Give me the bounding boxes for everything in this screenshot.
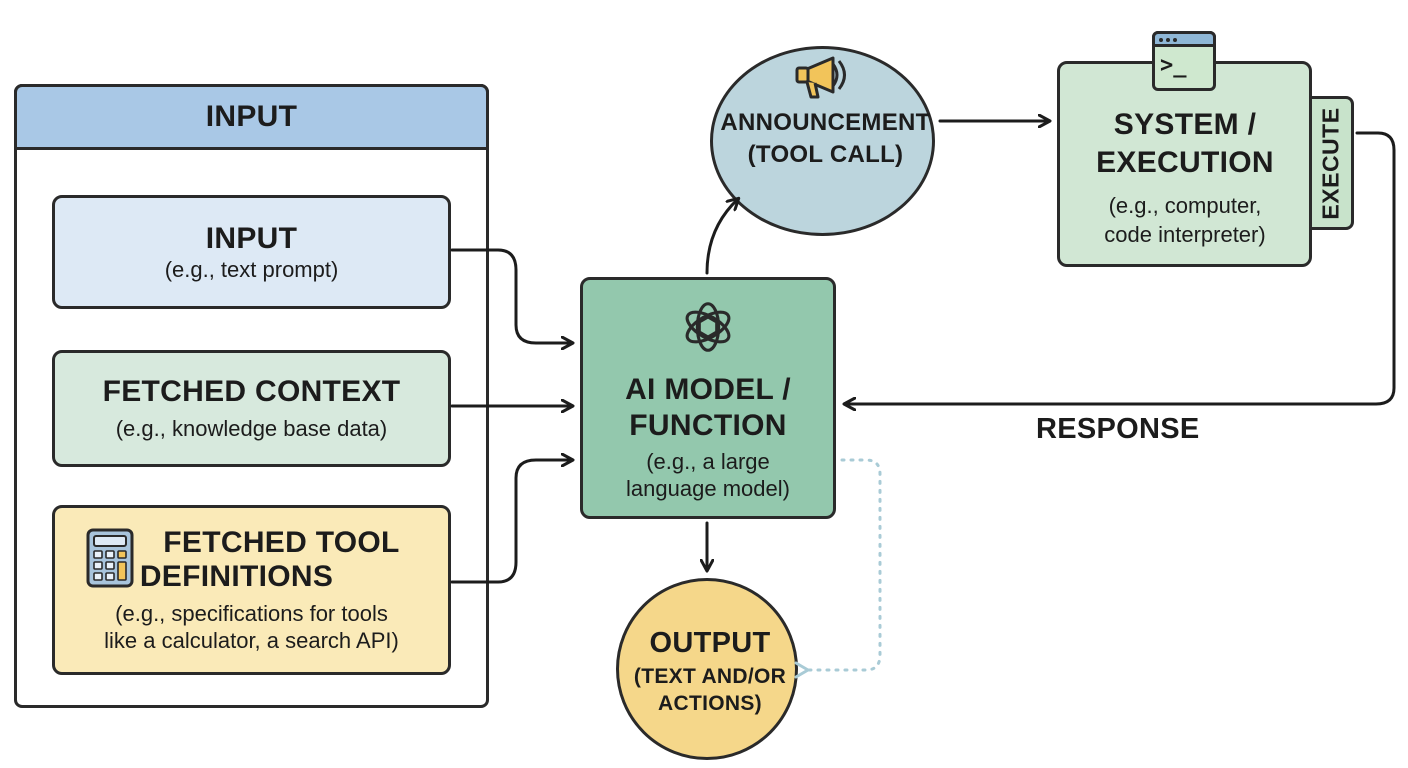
- execute-tab: [1308, 96, 1354, 230]
- arrow-response-to-model: [845, 131, 1396, 404]
- fetched-tool-example-line1: (e.g., specifications for tools: [115, 601, 388, 626]
- input-panel-header: INPUT: [14, 84, 489, 150]
- ai-model-title-line2: FUNCTION: [629, 409, 787, 442]
- fetched-tool-title-line2: DEFINITIONS: [139, 560, 334, 593]
- response-label: RESPONSE: [1036, 413, 1200, 445]
- input-card-title: INPUT: [205, 221, 298, 255]
- terminal-prompt: >_: [1160, 53, 1187, 78]
- terminal-titlebar: [1152, 31, 1216, 47]
- system-example-line1: (e.g., computer,: [1108, 193, 1262, 218]
- system-title-line1: SYSTEM /: [1113, 108, 1257, 141]
- fetched-context-example: (e.g., knowledge base data): [115, 416, 388, 441]
- output-detail-line1: (TEXT AND/OR: [633, 665, 787, 688]
- ai-model-example-line1: (e.g., a large: [646, 449, 770, 474]
- input-card: INPUT (e.g., text prompt): [52, 195, 451, 309]
- arrow-input-to-model: [450, 248, 572, 343]
- openai-logo-icon: [685, 302, 731, 352]
- arrow-tools-to-model: [450, 460, 572, 584]
- fetched-context-title: FETCHED CONTEXT: [102, 375, 401, 408]
- output-title: OUTPUT: [649, 627, 771, 659]
- ai-model-example-line2: language model): [626, 476, 790, 501]
- announcement-label-line1: ANNOUNCEMENT: [720, 109, 931, 136]
- arrow-model-to-announcement: [705, 199, 738, 275]
- output-detail-line2: ACTIONS): [658, 692, 762, 715]
- calculator-icon: [86, 528, 134, 588]
- system-title-line2: EXECUTION: [1096, 146, 1274, 179]
- input-card-example: (e.g., text prompt): [164, 256, 339, 282]
- fetched-tool-title-line1: FETCHED TOOL: [163, 526, 400, 559]
- system-example-line2: code interpreter): [1104, 222, 1266, 247]
- ai-model-title-line1: AI MODEL /: [625, 373, 791, 406]
- fetched-context-card: FETCHED CONTEXT (e.g., knowledge base da…: [52, 350, 451, 467]
- terminal-dots-icon: [1159, 38, 1177, 42]
- dotted-arrow-model-to-output: [794, 458, 882, 679]
- ai-model-box: AI MODEL / FUNCTION (e.g., a large langu…: [580, 277, 836, 519]
- fetched-tool-example-line2: like a calculator, a search API): [104, 628, 399, 653]
- megaphone-icon: [795, 56, 846, 99]
- announcement-label-line2: (TOOL CALL): [747, 141, 904, 168]
